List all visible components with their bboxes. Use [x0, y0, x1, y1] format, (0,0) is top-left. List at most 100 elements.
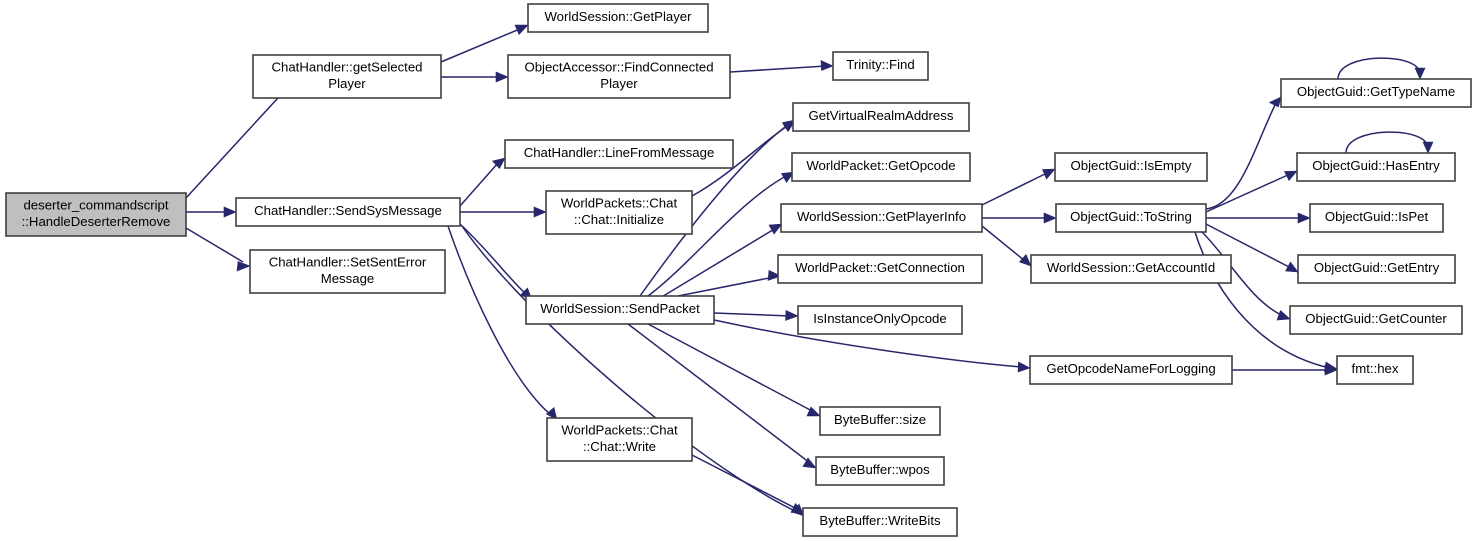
graph-node[interactable]: ObjectGuid::HasEntry	[1296, 152, 1456, 182]
node-label: WorldPackets::Chat::Chat::Initialize	[561, 196, 678, 228]
graph-node[interactable]: WorldPacket::GetConnection	[777, 254, 983, 284]
node-box[interactable]	[815, 456, 945, 486]
graph-node[interactable]: WorldPacket::GetOpcode	[791, 152, 971, 182]
graph-node[interactable]: WorldSession::GetAccountId	[1030, 254, 1232, 284]
node-box[interactable]	[504, 139, 734, 169]
node-box[interactable]	[1296, 152, 1456, 182]
arrowhead-icon	[1297, 212, 1311, 224]
node-box[interactable]	[545, 190, 693, 235]
arrowhead-icon	[545, 406, 558, 421]
node-box[interactable]	[1297, 254, 1456, 284]
graph-node[interactable]: ObjectGuid::IsEmpty	[1054, 152, 1208, 182]
node-label: ByteBuffer::WriteBits	[819, 513, 941, 528]
node-box[interactable]	[1029, 355, 1233, 385]
node-box[interactable]	[780, 203, 983, 233]
arrowhead-icon	[1268, 96, 1282, 108]
node-box[interactable]	[792, 102, 970, 132]
graph-node[interactable]: GetOpcodeNameForLogging	[1029, 355, 1233, 385]
arrowhead-icon	[1285, 261, 1299, 273]
graph-node[interactable]: IsInstanceOnlyOpcode	[797, 305, 963, 335]
call-edge	[691, 454, 805, 514]
graph-node[interactable]: WorldSession::GetPlayerInfo	[780, 203, 983, 233]
arrowhead-icon	[1324, 364, 1338, 376]
call-edge	[461, 225, 805, 517]
graph-node[interactable]: WorldPackets::Chat::Chat::Write	[546, 417, 693, 462]
call-edge	[459, 223, 533, 301]
graph-node[interactable]: ByteBuffer::wpos	[815, 456, 945, 486]
edge-line	[440, 27, 523, 63]
node-label: ChatHandler::SendSysMessage	[254, 203, 442, 218]
node-box[interactable]	[1055, 203, 1207, 233]
node-box[interactable]	[791, 152, 971, 182]
graph-node[interactable]: ByteBuffer::size	[819, 406, 941, 436]
node-box[interactable]	[546, 417, 693, 462]
node-label: ChatHandler::LineFromMessage	[524, 145, 715, 160]
call-edge	[1206, 212, 1311, 224]
graph-node[interactable]: WorldPackets::Chat::Chat::Initialize	[545, 190, 693, 235]
call-edge	[185, 227, 251, 272]
graph-node[interactable]: deserter_commandscript::HandleDeserterRe…	[5, 192, 187, 237]
edge-line	[713, 312, 791, 317]
node-box[interactable]	[235, 197, 461, 227]
node-box[interactable]	[1289, 305, 1463, 335]
node-box[interactable]	[1030, 254, 1232, 284]
graph-node[interactable]: ObjectGuid::IsPet	[1309, 203, 1444, 233]
node-box[interactable]	[252, 54, 442, 99]
node-label: fmt::hex	[1352, 361, 1399, 376]
arrowhead-icon	[223, 206, 237, 218]
node-box[interactable]	[802, 507, 958, 537]
node-box[interactable]	[797, 305, 963, 335]
node-box[interactable]	[1054, 152, 1208, 182]
node-box[interactable]	[832, 51, 929, 81]
call-edge	[981, 225, 1032, 267]
graph-node[interactable]: Trinity::Find	[832, 51, 929, 81]
edge-line	[461, 225, 798, 513]
arrowhead-icon	[790, 502, 805, 514]
call-edge	[441, 71, 509, 83]
arrowhead-icon	[495, 71, 509, 83]
call-edge	[1232, 364, 1338, 376]
node-box[interactable]	[507, 54, 731, 99]
node-box[interactable]	[525, 295, 715, 325]
graph-node[interactable]: ObjectGuid::GetTypeName	[1280, 78, 1472, 108]
arrowhead-icon	[1414, 67, 1426, 80]
node-box[interactable]	[1280, 78, 1472, 108]
node-label: ObjectGuid::GetEntry	[1314, 260, 1440, 275]
arrowhead-icon	[1042, 168, 1056, 180]
graph-node[interactable]: ChatHandler::LineFromMessage	[504, 139, 734, 169]
call-edge	[460, 206, 547, 218]
graph-node[interactable]: ObjectGuid::GetEntry	[1297, 254, 1456, 284]
node-box[interactable]	[1336, 355, 1414, 385]
node-label: WorldSession::GetPlayer	[544, 9, 692, 24]
graph-node[interactable]: ObjectGuid::ToString	[1055, 203, 1207, 233]
graph-node[interactable]: fmt::hex	[1336, 355, 1414, 385]
arrowhead-icon	[767, 270, 782, 281]
node-label: ObjectGuid::IsEmpty	[1071, 158, 1192, 173]
node-box-highlight[interactable]	[5, 192, 187, 237]
call-edge	[677, 270, 782, 297]
graph-node[interactable]: WorldSession::GetPlayer	[527, 3, 709, 33]
node-label: IsInstanceOnlyOpcode	[813, 311, 946, 326]
graph-node[interactable]: ByteBuffer::WriteBits	[802, 507, 958, 537]
arrowhead-icon	[236, 261, 251, 272]
graph-node[interactable]: ChatHandler::SendSysMessage	[235, 197, 461, 227]
edge-line	[459, 162, 499, 207]
arrowhead-icon	[491, 157, 506, 170]
node-box[interactable]	[777, 254, 983, 284]
node-label: ObjectGuid::HasEntry	[1312, 158, 1440, 173]
edge-line	[647, 174, 789, 297]
arrowhead-icon	[785, 310, 799, 321]
node-label: ObjectGuid::IsPet	[1325, 209, 1429, 224]
node-label: deserter_commandscript::HandleDeserterRe…	[22, 198, 171, 230]
graph-node[interactable]: WorldSession::SendPacket	[525, 295, 715, 325]
graph-node[interactable]: GetVirtualRealmAddress	[792, 102, 970, 132]
node-box[interactable]	[249, 249, 446, 294]
graph-node[interactable]: ObjectGuid::GetCounter	[1289, 305, 1463, 335]
node-box[interactable]	[819, 406, 941, 436]
node-box[interactable]	[527, 3, 709, 33]
node-box[interactable]	[1309, 203, 1444, 233]
